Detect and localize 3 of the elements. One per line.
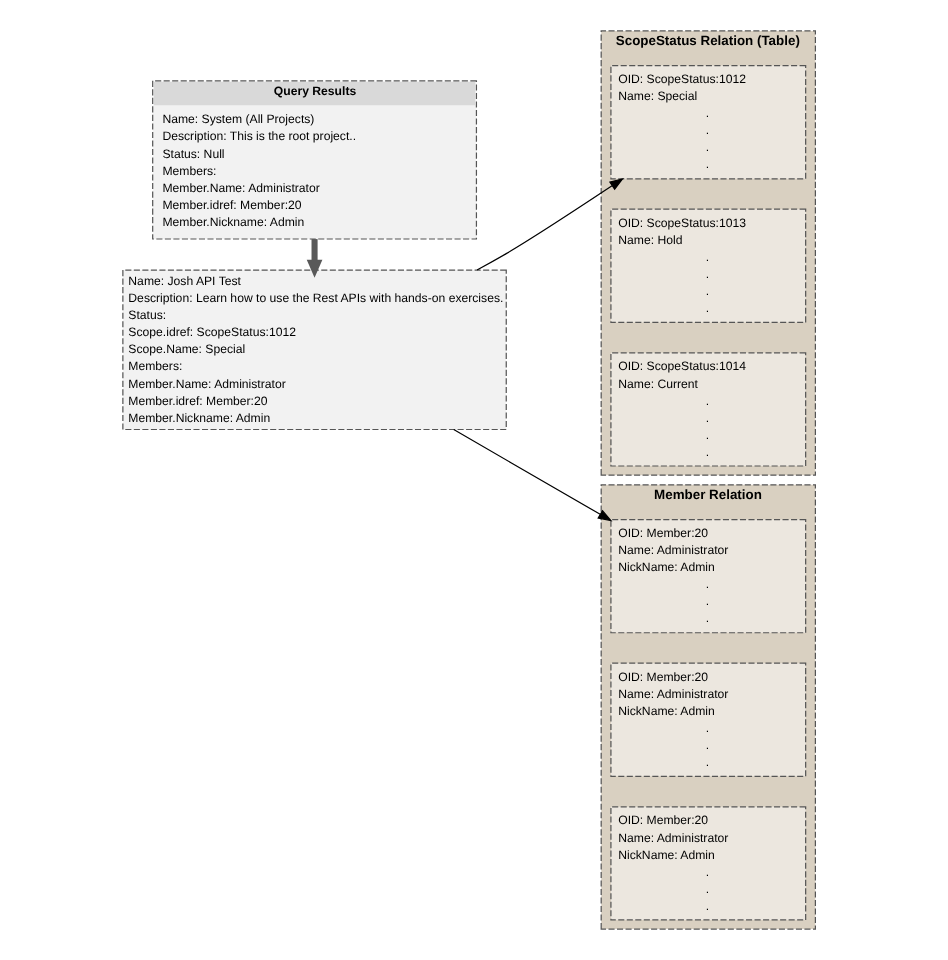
- arrow: [453, 428, 613, 522]
- arrow: [306, 239, 323, 278]
- arrow: [476, 177, 624, 271]
